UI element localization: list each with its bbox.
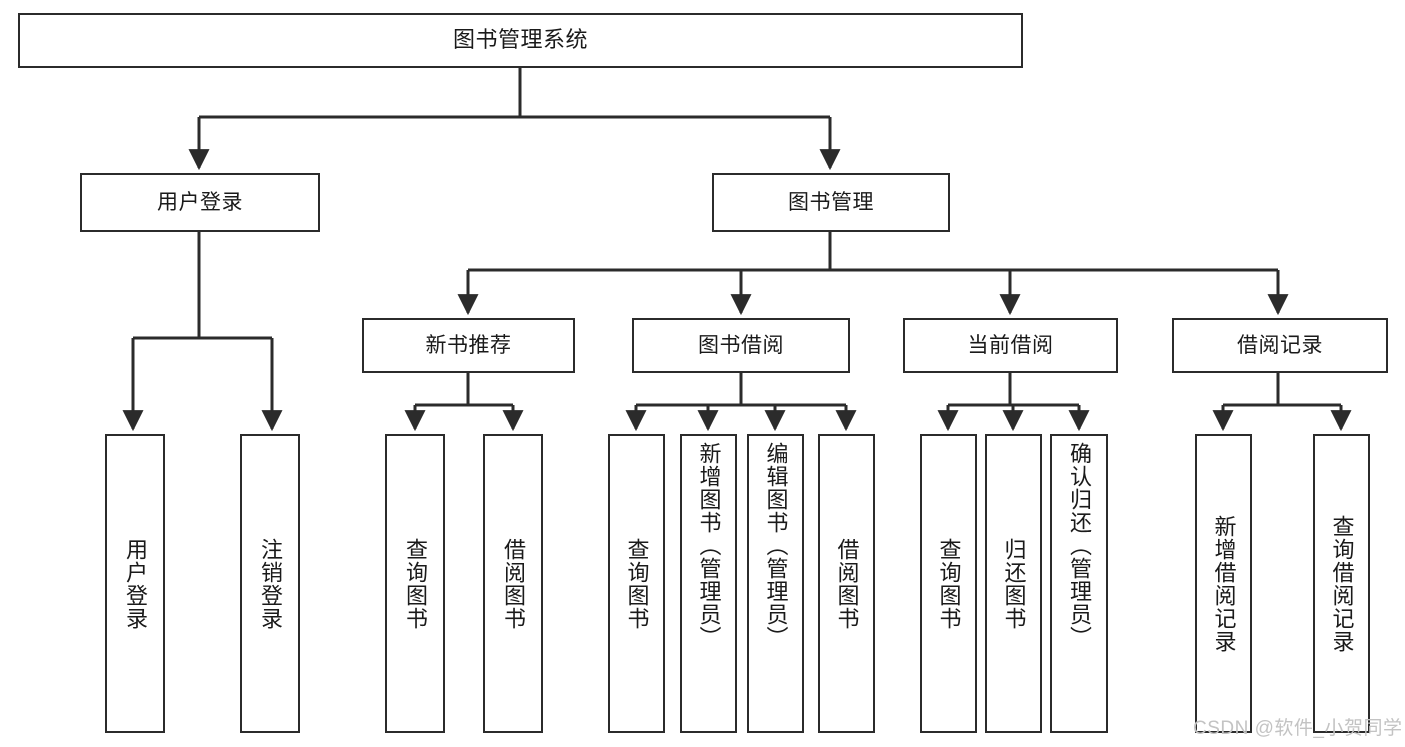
node-leaf-add-borrow-record[interactable]: 新增借阅记录 (1195, 434, 1252, 733)
node-root[interactable]: 图书管理系统 (18, 13, 1023, 68)
node-leaf-query-borrow-record[interactable]: 查询借阅记录 (1313, 434, 1370, 733)
node-leaf-add-book[interactable]: 新增图书（管理员） (680, 434, 737, 733)
node-leaf-user-login[interactable]: 用户登录 (105, 434, 165, 733)
node-leaf-return-book[interactable]: 归还图书 (985, 434, 1042, 733)
node-leaf-borrow-book-1[interactable]: 借阅图书 (483, 434, 543, 733)
node-leaf-edit-book[interactable]: 编辑图书（管理员） (747, 434, 804, 733)
node-leaf-query-book-3[interactable]: 查询图书 (920, 434, 977, 733)
node-leaf-user-logout[interactable]: 注销登录 (240, 434, 300, 733)
node-book-borrow[interactable]: 图书借阅 (632, 318, 850, 373)
node-user-login[interactable]: 用户登录 (80, 173, 320, 232)
node-leaf-query-book-1[interactable]: 查询图书 (385, 434, 445, 733)
node-book-manage[interactable]: 图书管理 (712, 173, 950, 232)
node-leaf-query-book-2[interactable]: 查询图书 (608, 434, 665, 733)
node-borrow-record[interactable]: 借阅记录 (1172, 318, 1388, 373)
node-leaf-confirm-return[interactable]: 确认归还（管理员） (1050, 434, 1108, 733)
node-current-borrow[interactable]: 当前借阅 (903, 318, 1118, 373)
node-leaf-borrow-book-2[interactable]: 借阅图书 (818, 434, 875, 733)
csdn-watermark: CSDN @软件_小贺同学 (1193, 718, 1403, 739)
node-new-book-recommend[interactable]: 新书推荐 (362, 318, 575, 373)
